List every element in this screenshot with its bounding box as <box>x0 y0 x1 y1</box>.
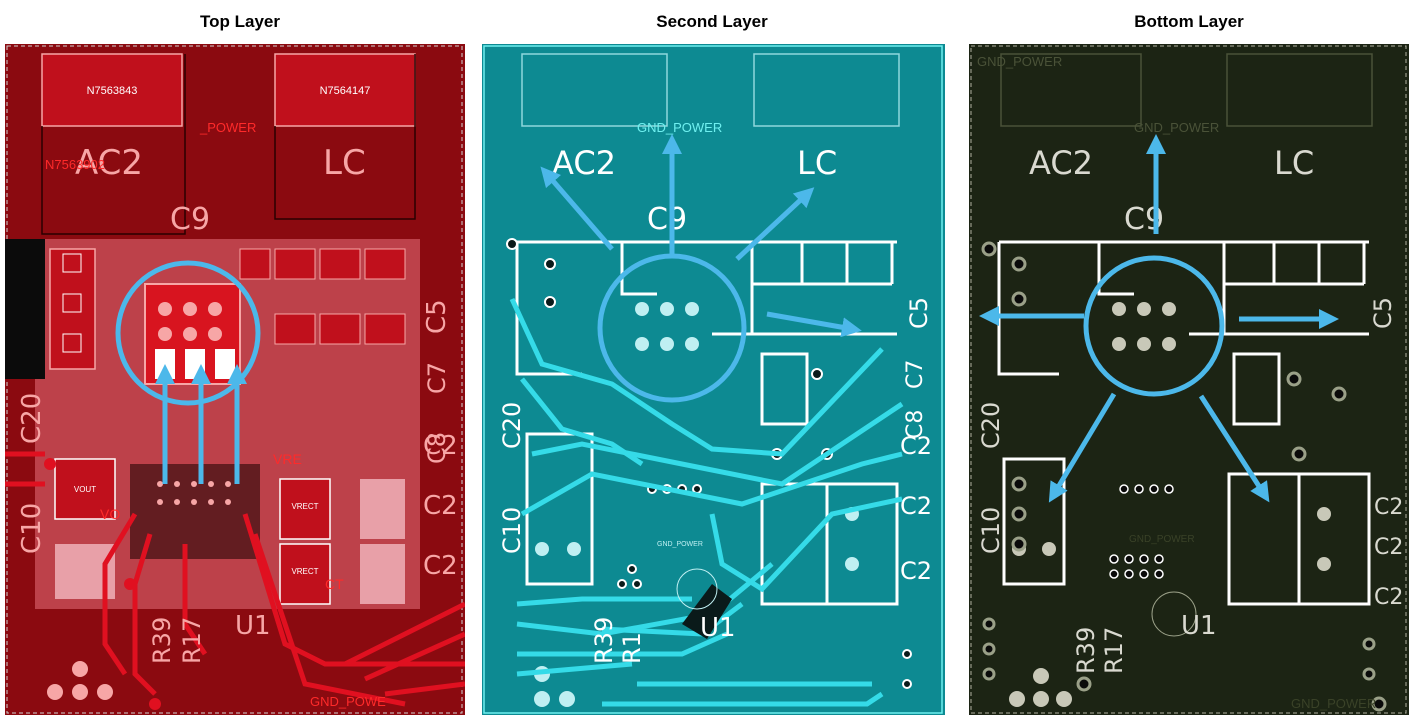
label-gnd-bottom: GND_POWER <box>1291 696 1376 711</box>
label-r17: R17 <box>1100 627 1128 674</box>
bottom-layer-pcb: GND_POWER GND_POWER AC2 LC C9 C5 C20 C10… <box>969 44 1409 715</box>
label-lc: LC <box>797 144 837 182</box>
label-c9: C9 <box>170 202 210 237</box>
label-lc: LC <box>1274 144 1314 182</box>
label-c2c: C2 <box>900 557 932 585</box>
label-gnd-top: GND_POWER <box>977 54 1062 69</box>
label-c20: C20 <box>17 393 47 444</box>
second-layer-panel: GND_POWER AC2 LC C9 C5 C7 C8 C2 C2 C2 C2… <box>482 44 945 715</box>
panel-title-second: Second Layer <box>656 12 768 31</box>
label-c2a: C2 <box>900 432 932 460</box>
label-vrect2: VRECT <box>291 567 318 576</box>
label-vout: VOUT <box>74 485 96 494</box>
label-net-top: _POWER <box>199 120 256 135</box>
label-c5: C5 <box>905 297 933 329</box>
label-net-left: N7563902 <box>45 157 105 172</box>
label-vrect1: VRECT <box>291 502 318 511</box>
label-ac2: AC2 <box>552 144 616 182</box>
label-c10: C10 <box>17 503 47 554</box>
heat-source-circle <box>115 260 261 406</box>
label-c20: C20 <box>498 402 526 449</box>
label-lc: LC <box>323 143 366 183</box>
board-outline <box>6 45 463 714</box>
label-gnd-mid: GND_POWER <box>1129 534 1195 545</box>
label-c8: C8 <box>423 432 451 464</box>
label-r39: R39 <box>148 617 176 664</box>
label-ac2: AC2 <box>1029 144 1093 182</box>
label-c2b: C2 <box>1374 535 1403 560</box>
label-c5: C5 <box>1369 297 1397 329</box>
label-c2c: C2 <box>1374 585 1403 610</box>
panel-title-top: Top Layer <box>200 12 280 31</box>
label-ct: CT <box>325 576 344 592</box>
label-c8: C8 <box>903 410 928 439</box>
label-c10: C10 <box>977 507 1005 554</box>
top-layer-panel: N7563843 N7564147 _POWER AC2 LC N7563902… <box>5 44 465 715</box>
dark-region-left <box>5 239 45 379</box>
label-ac2: AC2 <box>75 143 143 183</box>
label-u1: U1 <box>700 613 736 643</box>
pad-n7563843 <box>41 53 183 127</box>
label-pad1: N7563843 <box>87 85 138 97</box>
top-layer-pcb: N7563843 N7564147 _POWER AC2 LC N7563902… <box>5 44 465 715</box>
label-c2a: C2 <box>423 431 458 461</box>
label-r17: R17 <box>178 617 206 664</box>
thermal-arrows <box>979 134 1339 503</box>
label-c7: C7 <box>423 362 451 394</box>
label-net-top: GND_POWER <box>1134 120 1219 135</box>
label-c7: C7 <box>903 360 928 389</box>
label-r1: R1 <box>618 632 646 664</box>
thermal-arrows <box>155 364 247 484</box>
panel-title-bottom: Bottom Layer <box>1134 12 1244 31</box>
thermal-arrows <box>540 134 862 338</box>
bottom-layer-panel: GND_POWER GND_POWER AC2 LC C9 C5 C20 C10… <box>969 44 1409 715</box>
label-net-top: GND_POWER <box>637 120 722 135</box>
label-u1: U1 <box>1181 611 1217 641</box>
heat-source-circle <box>597 253 747 403</box>
label-c2a: C2 <box>1374 495 1403 520</box>
label-gnd-small: GND_POWER <box>657 541 703 548</box>
label-c20: C20 <box>977 402 1005 449</box>
label-c2b: C2 <box>900 492 932 520</box>
label-c2c: C2 <box>423 551 458 581</box>
label-c2b: C2 <box>423 491 458 521</box>
label-r39: R39 <box>590 617 618 664</box>
label-pad2: N7564147 <box>320 85 371 97</box>
label-c9: C9 <box>647 202 687 237</box>
heat-source-circle <box>1083 255 1225 397</box>
label-gnd-bottom: GND_POWE <box>310 694 386 709</box>
second-layer-pcb: GND_POWER AC2 LC C9 C5 C7 C8 C2 C2 C2 C2… <box>482 44 945 715</box>
controller-ic <box>130 464 260 559</box>
label-vre: VRE <box>273 451 302 467</box>
label-c5: C5 <box>422 299 452 334</box>
label-c10: C10 <box>498 507 526 554</box>
label-vo: VO <box>100 506 120 522</box>
label-r39: R39 <box>1072 627 1100 674</box>
label-u1: U1 <box>235 611 271 641</box>
